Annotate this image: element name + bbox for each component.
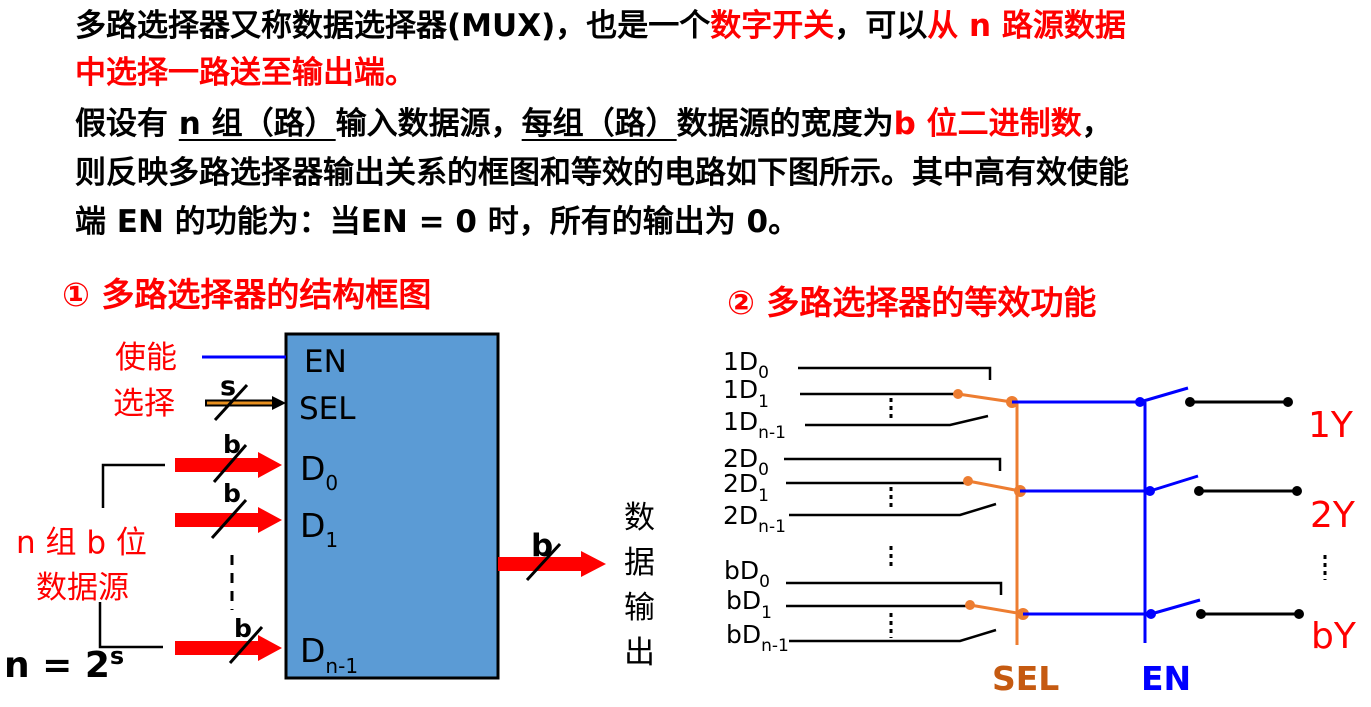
en-switch: [1149, 474, 1199, 493]
sel-switch: [969, 603, 1024, 616]
switch-node: [1292, 486, 1302, 496]
intro-line-4: 则反映多路选择器输出关系的框图和等效的电路如下图所示。其中高有效使能: [75, 155, 1129, 191]
input-bd1: bD1: [726, 586, 772, 623]
sel-switch: [957, 392, 1013, 404]
intro-line-3: 假设有 n 组（路）输入数据源，每组（路）数据源的宽度为b 位二进制数，: [75, 101, 1113, 148]
intro-text: ，: [1081, 106, 1113, 142]
intro-line-1: 多路选择器又称数据选择器(MUX)，也是一个数字开关，可以从 n 路源数据: [75, 3, 1126, 50]
output-width-label: b: [531, 528, 553, 564]
group-bracket-top: [101, 463, 165, 508]
input-1d0: 1D0: [723, 347, 769, 383]
switch-node: [963, 476, 973, 486]
bus-slash: [210, 498, 248, 540]
wire: [784, 457, 1002, 471]
circuit-group-2: 2D0 2D1 2Dn-1 2Y: [723, 444, 1356, 537]
output-2y: 2Y: [1310, 495, 1356, 536]
d1-arrow: [175, 513, 260, 527]
intro-text: 输入数据源，: [335, 106, 522, 142]
en-bus-label: EN: [1141, 659, 1191, 698]
equivalent-circuit-title: ② 多路选择器的等效功能: [727, 283, 1097, 322]
output-arrowhead-icon: [581, 551, 606, 577]
input-bdn-1: bDn-1: [726, 620, 789, 656]
intro-text: 数据源的宽度为: [676, 106, 894, 142]
port-d1: D1: [300, 506, 338, 552]
d0-width-label: b: [223, 430, 241, 459]
sel-width-label: s: [220, 371, 236, 402]
input-2dn-1: 2Dn-1: [723, 501, 786, 537]
output-label-char: 出: [624, 635, 655, 671]
bus-slash: [228, 626, 264, 664]
switch-node: [1294, 609, 1304, 619]
highlight-n-sources: 从 n 路源数据: [927, 8, 1126, 44]
output-label-char: 数: [624, 500, 655, 536]
underline-n-groups: n 组（路）: [178, 106, 336, 142]
input-1dn-1: 1Dn-1: [723, 407, 786, 443]
port-sel: SEL: [299, 391, 356, 427]
output-label-char: 输: [624, 590, 655, 626]
intro-line-5: 端 EN 的功能为：当EN = 0 时，所有的输出为 0。: [75, 204, 800, 240]
wire: [798, 366, 992, 380]
switch-node: [1283, 397, 1293, 407]
select-arrowhead-icon: [272, 396, 286, 410]
wire: [786, 581, 1003, 595]
mux-box: [284, 332, 500, 680]
block-diagram: EN SEL D0 D1 Dn-1 使能 选择 s b b b: [4, 332, 655, 686]
equivalent-circuit: SEL EN 1D0 1D1 1Dn-1 1Y 2D0 2D1 2Dn-: [723, 347, 1357, 698]
underline-each-group: 每组（路）: [521, 106, 677, 142]
port-d0: D0: [300, 449, 338, 495]
dn-1-arrowhead-icon: [258, 635, 282, 661]
en-switch: [1139, 386, 1189, 404]
d0-arrow: [175, 458, 260, 472]
intro-text: ，可以: [834, 8, 928, 44]
label-enable: 使能: [115, 340, 177, 376]
output-1y: 1Y: [1308, 405, 1354, 446]
bus-slash: [212, 444, 248, 483]
sel-switch: [967, 479, 1021, 493]
block-diagram-title: ① 多路选择器的结构框图: [62, 275, 432, 314]
switch-node: [953, 389, 963, 399]
bus-slash: [525, 542, 562, 582]
circuit-group-b: bD0 bD1 bDn-1 bY: [724, 556, 1357, 657]
intro-text: 多路选择器又称数据选择器(MUX)，也是一个: [75, 8, 711, 44]
wire: [805, 414, 989, 427]
group-label-line-2: 数据源: [36, 570, 129, 606]
dn-1-width-label: b: [234, 614, 252, 643]
en-switch: [1150, 598, 1201, 616]
intro-text: 假设有: [75, 106, 179, 142]
sel-bus-label: SEL: [992, 659, 1059, 698]
group-label-line-1: n 组 b 位: [16, 525, 147, 561]
port-en: EN: [304, 344, 347, 380]
input-bd0: bD0: [724, 556, 770, 592]
output-label-char: 据: [624, 545, 655, 581]
formula-n-equals-2-pow-s: n = 2s: [4, 642, 124, 686]
highlight-b-bits: b 位二进制数: [893, 106, 1082, 142]
intro-line-2: 中选择一路送至输出端。: [75, 55, 416, 91]
group-bracket-bottom: [98, 602, 163, 649]
d1-width-label: b: [223, 479, 241, 508]
input-2d1: 2D1: [723, 469, 769, 506]
d1-arrowhead-icon: [258, 507, 282, 533]
wire: [789, 628, 997, 643]
highlight-digital-switch: 数字开关: [710, 8, 835, 44]
bus-slash: [213, 383, 249, 422]
circuit-group-1: 1D0 1D1 1Dn-1 1Y: [723, 347, 1354, 446]
input-1d1: 1D1: [723, 375, 769, 412]
label-select: 选择: [113, 386, 175, 422]
input-2d0: 2D0: [723, 444, 769, 480]
output-by: bY: [1311, 616, 1357, 657]
wire: [789, 502, 997, 517]
d0-arrowhead-icon: [258, 452, 282, 478]
port-dn-1: Dn-1: [300, 631, 358, 678]
switch-node: [965, 600, 975, 610]
